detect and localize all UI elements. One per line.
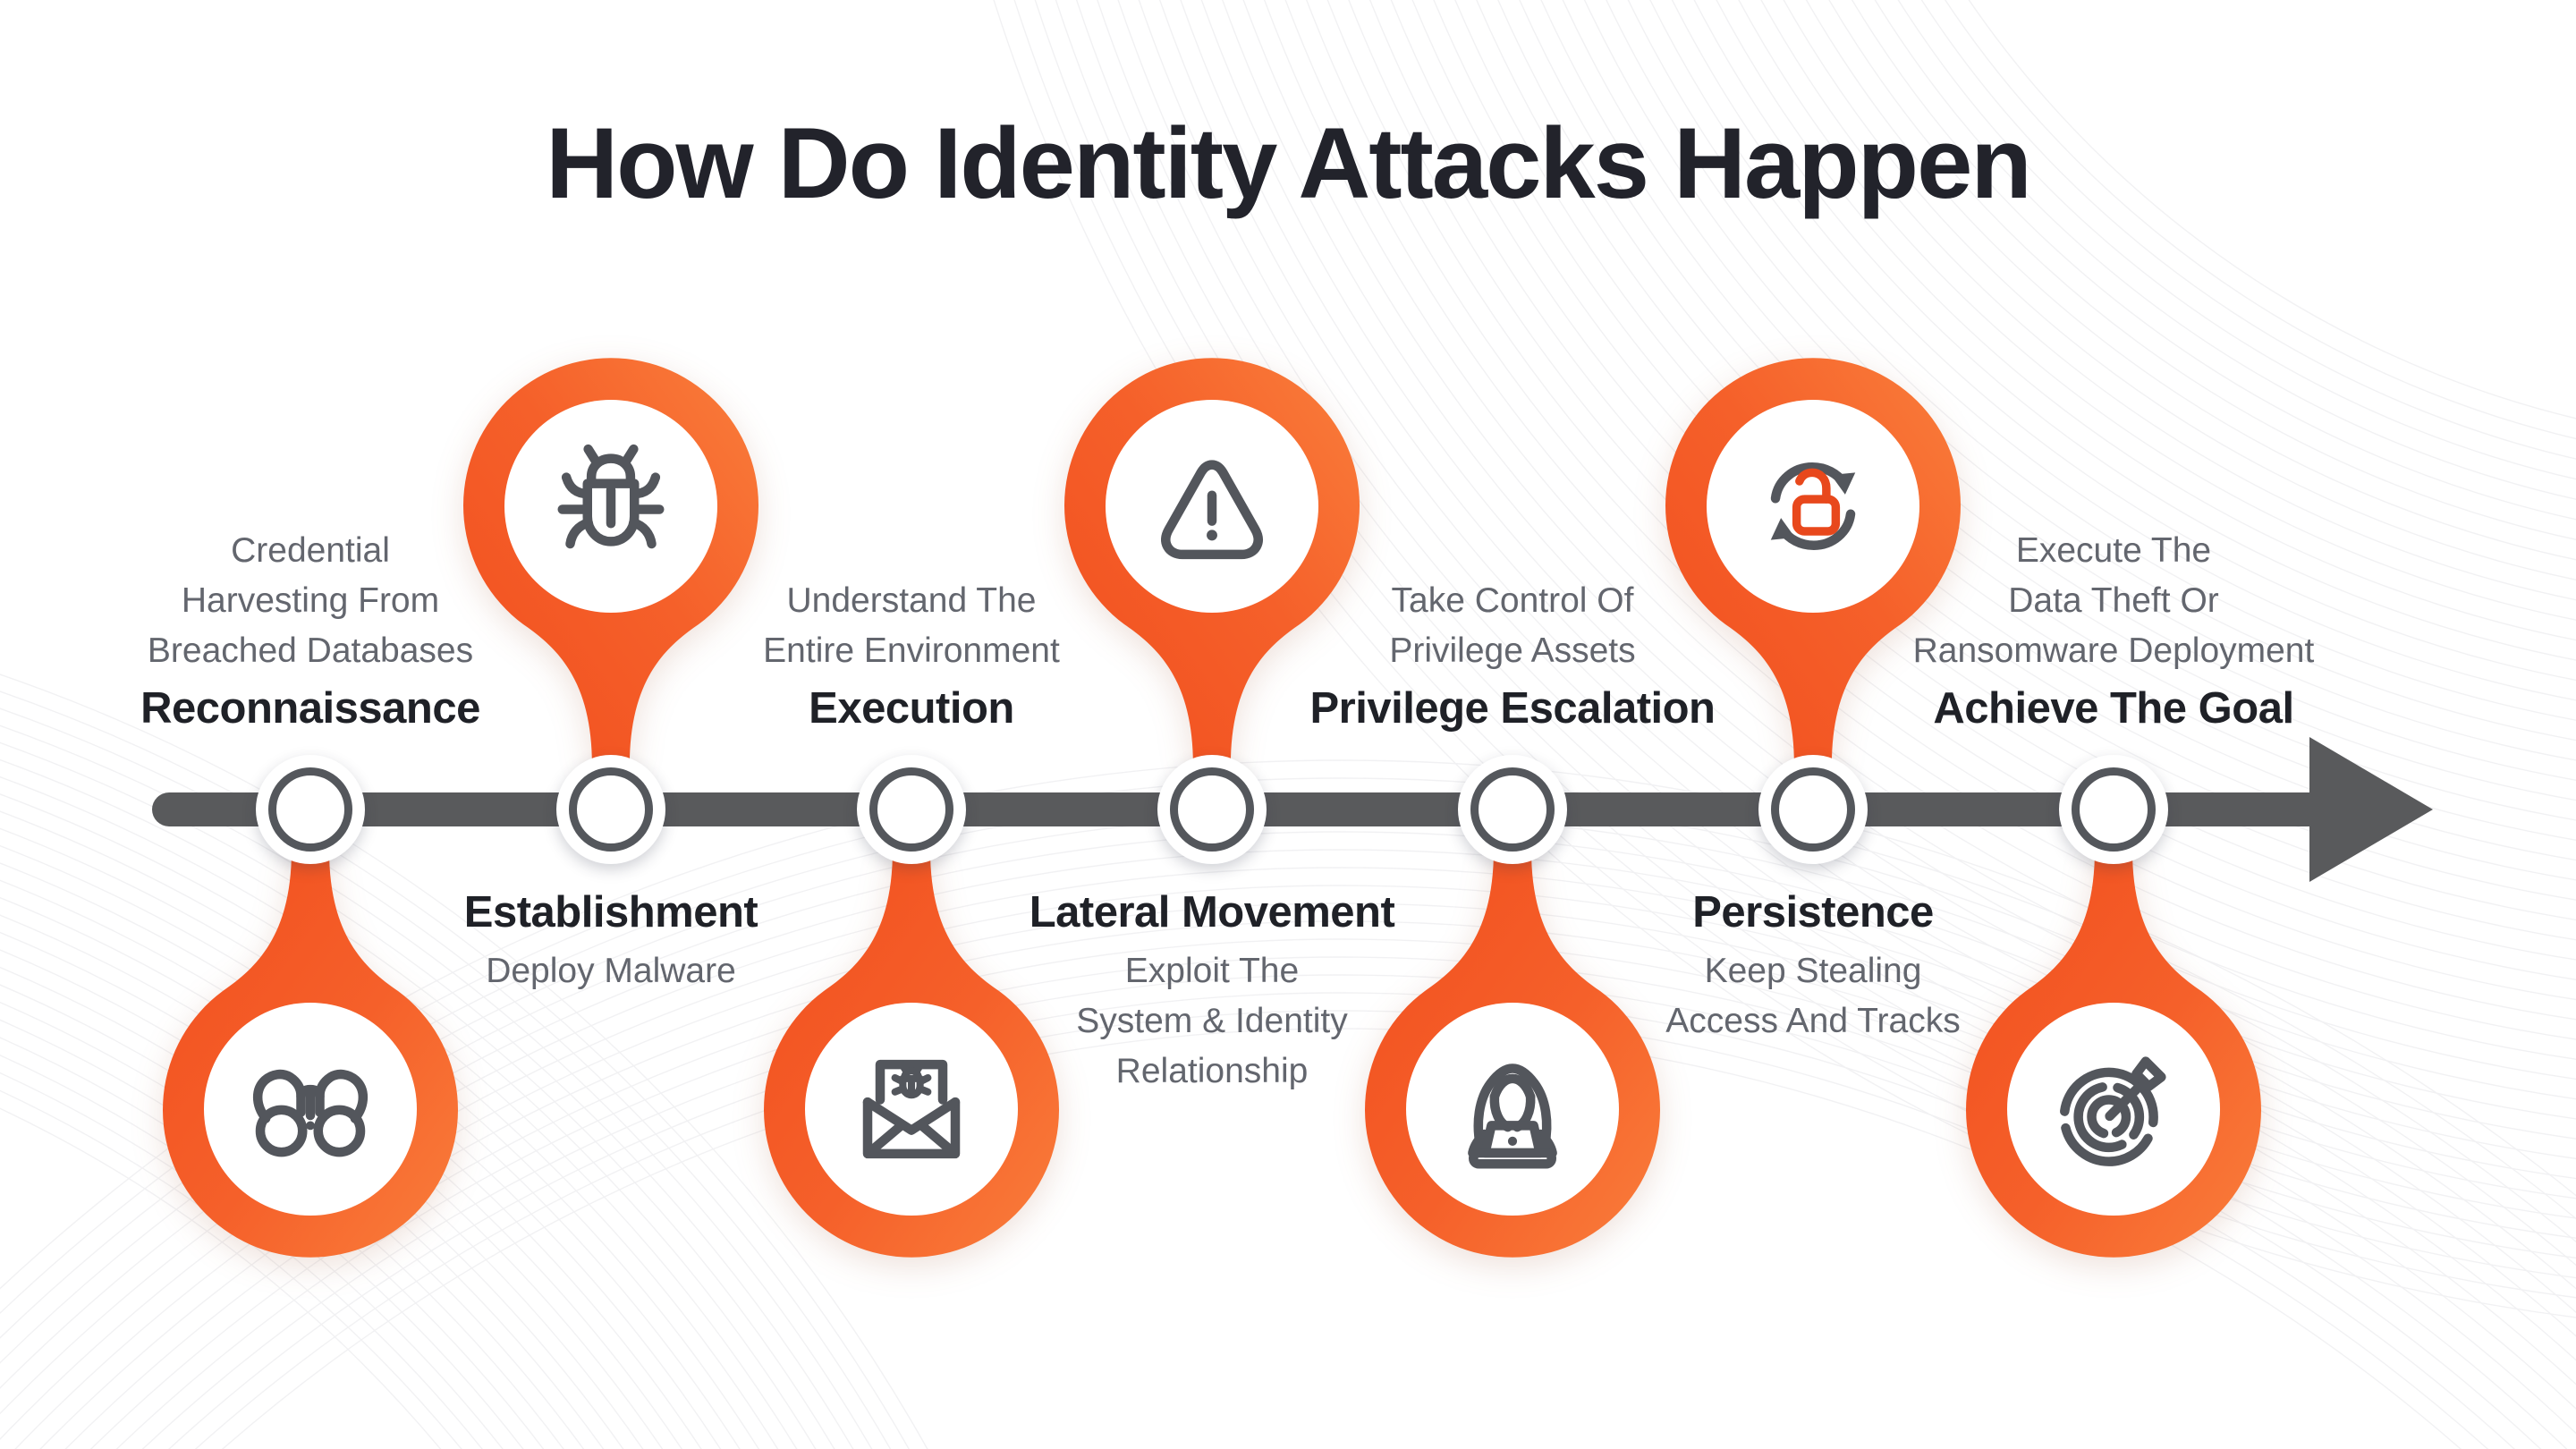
stage-name-establishment: Establishment bbox=[463, 888, 758, 936]
stage-description: Deploy Malware bbox=[360, 946, 861, 996]
stage-pin-achieve-the-goal bbox=[1966, 850, 2261, 1258]
bug-icon bbox=[557, 444, 665, 549]
stage-pin-reconnaissance bbox=[163, 850, 458, 1258]
desc-line: Data Theft Or bbox=[2008, 581, 2219, 620]
stage-name-privilege-escalation: Privilege Escalation bbox=[1309, 684, 1716, 733]
timeline-node-5 bbox=[1458, 755, 1567, 864]
binoculars-icon bbox=[252, 1069, 369, 1157]
desc-line: Relationship bbox=[1115, 1052, 1309, 1090]
desc-line: Keep Stealing bbox=[1704, 952, 1922, 990]
node-ring bbox=[1170, 767, 1254, 852]
desc-line: Execute The bbox=[2015, 531, 2212, 570]
stage-description: Take Control Of Privilege Assets bbox=[1262, 576, 1763, 676]
stage-name-execution: Execution bbox=[809, 684, 1014, 733]
stage-pin-establishment bbox=[463, 358, 758, 766]
stage-pin-privilege-escalation bbox=[1365, 850, 1660, 1258]
timeline-node-3 bbox=[857, 755, 966, 864]
timeline-node-6 bbox=[1758, 755, 1868, 864]
desc-line: Credential bbox=[231, 531, 390, 570]
desc-line: Entire Environment bbox=[763, 631, 1060, 670]
stage-pin-persistence bbox=[1665, 358, 1961, 766]
timeline-arrowhead-icon bbox=[2309, 737, 2433, 882]
stage-name-achieve-the-goal: Achieve The Goal bbox=[1933, 684, 2294, 733]
desc-line: Exploit The bbox=[1124, 952, 1300, 990]
timeline-node-4 bbox=[1157, 755, 1267, 864]
stage-description: Understand The Entire Environment bbox=[661, 576, 1162, 676]
desc-line: System & Identity bbox=[1076, 1002, 1348, 1040]
stage-pin-execution bbox=[764, 850, 1059, 1258]
hacker-icon bbox=[1468, 1063, 1557, 1169]
stage-description: Credential Harvesting From Breached Data… bbox=[60, 526, 561, 676]
warning-icon bbox=[1161, 460, 1263, 560]
stage-name-reconnaissance: Reconnaissance bbox=[140, 684, 480, 733]
node-ring bbox=[569, 767, 653, 852]
unlock-sync-icon bbox=[1770, 462, 1856, 550]
desc-line: Access And Tracks bbox=[1665, 1002, 1961, 1040]
stage-description: Execute The Data Theft Or Ransomware Dep… bbox=[1863, 526, 2364, 676]
timeline-node-7 bbox=[2059, 755, 2168, 864]
timeline-node-1 bbox=[256, 755, 365, 864]
stage-description: Exploit The System & Identity Relationsh… bbox=[962, 946, 1462, 1097]
desc-line: Understand The bbox=[786, 581, 1037, 620]
node-ring bbox=[869, 767, 953, 852]
desc-line: Deploy Malware bbox=[486, 952, 736, 990]
malicious-email-icon bbox=[862, 1059, 961, 1159]
stage-description: Keep Stealing Access And Tracks bbox=[1563, 946, 2063, 1046]
desc-line: Harvesting From bbox=[181, 581, 440, 620]
target-icon bbox=[2059, 1056, 2166, 1166]
stage-pin-lateral-movement bbox=[1064, 358, 1360, 766]
node-ring bbox=[2072, 767, 2156, 852]
stage-name-persistence: Persistence bbox=[1692, 888, 1934, 936]
timeline-node-2 bbox=[556, 755, 665, 864]
desc-line: Ransomware Deployment bbox=[1912, 631, 2315, 670]
desc-line: Privilege Assets bbox=[1389, 631, 1636, 670]
node-ring bbox=[268, 767, 352, 852]
node-ring bbox=[1470, 767, 1555, 852]
page-title: How Do Identity Attacks Happen bbox=[546, 107, 2032, 219]
node-ring bbox=[1771, 767, 1855, 852]
stage-name-lateral-movement: Lateral Movement bbox=[1029, 888, 1395, 936]
desc-line: Breached Databases bbox=[147, 631, 474, 670]
desc-line: Take Control Of bbox=[1391, 581, 1634, 620]
